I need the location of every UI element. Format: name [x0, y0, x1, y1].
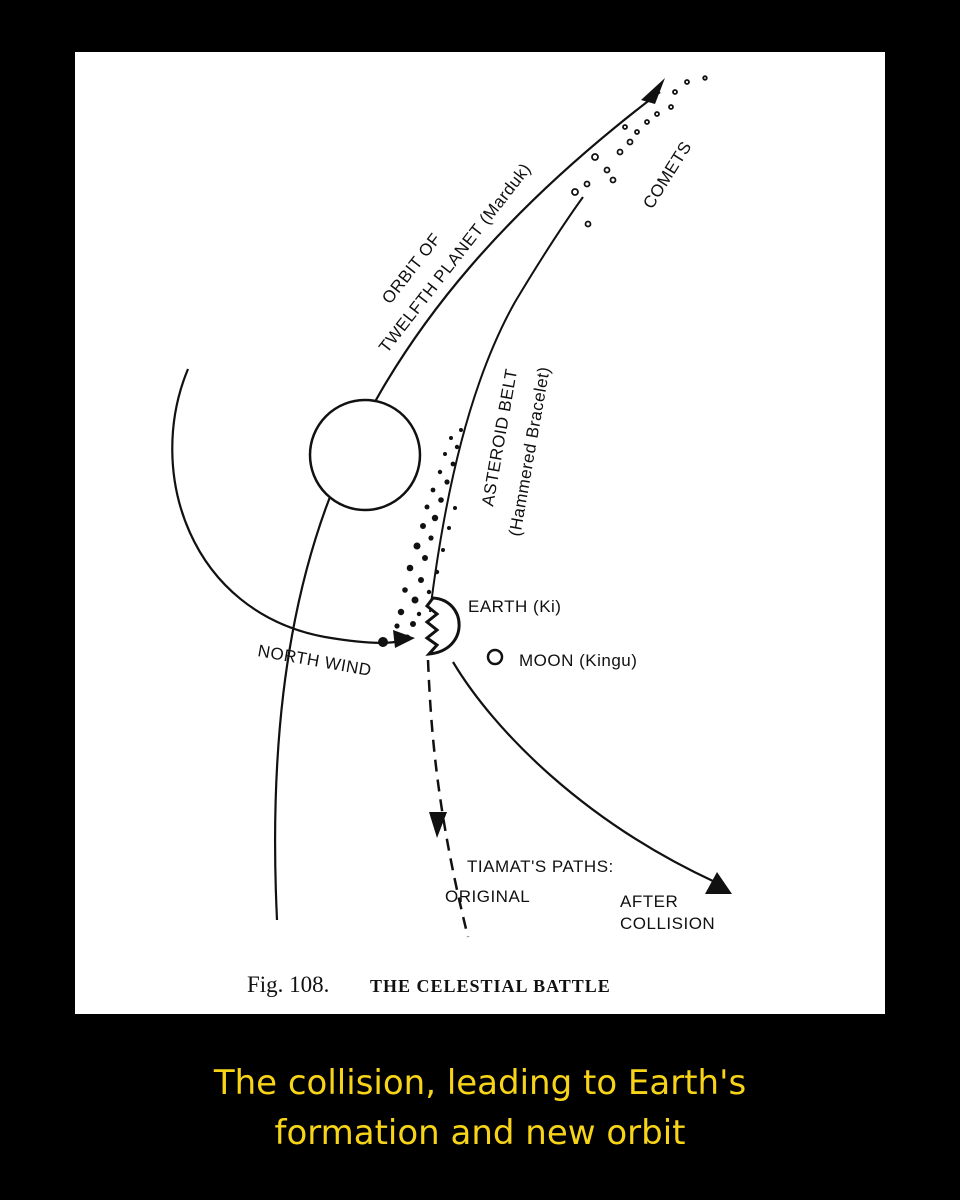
tiamat-original-path [426, 659, 470, 938]
celestial-battle-diagram: ORBIT OF TWELFTH PLANET (Marduk) COMETS … [171, 75, 732, 997]
collision-label: COLLISION [620, 914, 715, 933]
comets-label: COMETS [639, 138, 695, 212]
north-wind-dot [378, 637, 388, 647]
diagram-panel: ORBIT OF TWELFTH PLANET (Marduk) COMETS … [75, 52, 885, 1014]
asteroid-dots [394, 428, 463, 642]
twelfth-planet-circle [308, 398, 422, 512]
asteroid-belt-line [429, 196, 584, 613]
tiamat-original-arrowhead [429, 812, 447, 838]
image-caption: The collision, leading to Earth's format… [0, 1058, 960, 1158]
figure-number: Fig. 108. [247, 972, 329, 997]
tiamat-after-path [452, 661, 716, 883]
tiamat-after-arrowhead [705, 872, 732, 894]
moon-circle [486, 648, 504, 666]
marduk-orbit-line [273, 91, 661, 921]
caption-line-1: The collision, leading to Earth's [213, 1063, 747, 1103]
moon-label: MOON (Kingu) [519, 651, 637, 670]
tiamat-paths-label: TIAMAT'S PATHS: [467, 857, 614, 876]
orbit-label-line2: TWELFTH PLANET (Marduk) [375, 160, 535, 357]
comet-dots [571, 75, 708, 228]
figure-title: THE CELESTIAL BATTLE [370, 976, 611, 996]
earth-shape [424, 596, 461, 656]
original-label: ORIGINAL [445, 887, 530, 906]
marduk-orbit-arrowhead [641, 78, 665, 104]
after-label: AFTER [620, 892, 678, 911]
caption-line-2: formation and new orbit [274, 1113, 686, 1153]
north-wind-arc [171, 368, 396, 645]
earth-label: EARTH (Ki) [468, 597, 561, 616]
north-wind-label: NORTH WIND [256, 641, 373, 680]
